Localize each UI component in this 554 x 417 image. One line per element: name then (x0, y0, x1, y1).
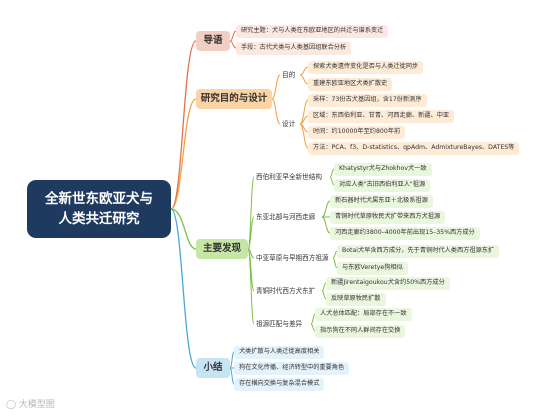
purpose-item: 重建东欧亚地区犬类扩散史 (308, 78, 393, 91)
link-findings (170, 208, 197, 250)
findings-item: 与东欧Veretye狗相似 (337, 262, 408, 275)
summary-item: 存在横向交换与复杂混合模式 (234, 378, 325, 391)
findings-item: 新石器时代犬属东亚＋北极系祖源 (330, 195, 433, 208)
root-topic: 全新世东欧亚犬与 人类共迁研究 (27, 180, 171, 238)
design-purpose-label: 目的 (282, 71, 296, 79)
summary-item: 狗在文化传播、经济转型中的重要角色 (234, 362, 350, 375)
findings-group-label: 中亚草原与早期西方祖源 (256, 254, 329, 262)
summary-item: 犬类扩散与人类迁徙高度相关 (234, 346, 325, 359)
findings-item: 指示狗在不同人群间存在交换 (315, 325, 406, 338)
findings-group-label: 西伯利亚早全新世结构 (256, 173, 322, 181)
findings-item: 青铜时代草原牧民犬扩带来西方犬祖源 (330, 211, 446, 224)
branch-intro: 导语 (196, 31, 230, 51)
findings-item: 反映草原牧民扩散 (326, 293, 386, 306)
setup-item: 区域：东西伯利亚、甘青、河西走廊、新疆、中亚 (308, 110, 455, 123)
setup-item: 采样：73份古犬基因组，含17份新测序 (308, 94, 427, 107)
design-setup-label: 设计 (282, 120, 296, 128)
branch-design: 研究目的与设计 (196, 89, 272, 109)
link-intro (170, 40, 197, 210)
branch-findings: 主要发现 (196, 239, 248, 259)
findings-item: Botai犬早含西方成分，先于青铜时代人类西方祖源东扩 (337, 245, 500, 258)
link-design (170, 98, 197, 210)
findings-item: 新疆Jirentaigoukou犬含约50%西方成分 (326, 277, 450, 290)
root-title-line2: 人类共迁研究 (58, 211, 140, 227)
branch-summary: 小结 (196, 358, 230, 378)
purpose-item: 探索犬类遗传变化是否与人类迁徙同步 (308, 61, 424, 74)
findings-group-label: 祖源匹配与差异 (256, 320, 303, 328)
findings-group-label: 东亚北部与河西走廊 (256, 213, 316, 221)
findings-item: 河西走廊约3800–4000年前出现15–35%西方成分 (330, 227, 480, 240)
root-title-line1: 全新世东欧亚犬与 (45, 191, 153, 207)
findings-group-label: 青铜时代西方犬东扩 (256, 287, 316, 295)
watermark: ◯ 大模型图 (6, 400, 55, 410)
link-summary (170, 208, 197, 369)
setup-item: 方法：PCA、f3、D-statistics、qpAdm、AdmixtureBa… (308, 142, 520, 155)
findings-item: 对应人类"古旧西伯利亚人"祖源 (334, 179, 431, 192)
intro-item: 研究主题：犬与人类在东欧亚地区的共迁与谱系变迁 (236, 25, 389, 38)
setup-item: 时间：约10000年至约800年前 (308, 126, 406, 139)
findings-item: Khatystyr犬与Zhokhov犬一致 (334, 163, 432, 176)
findings-item: 人犬总体匹配：局部存在不一致 (315, 308, 412, 321)
intro-item: 手段：古代犬类与人类基因组联合分析 (236, 42, 352, 55)
